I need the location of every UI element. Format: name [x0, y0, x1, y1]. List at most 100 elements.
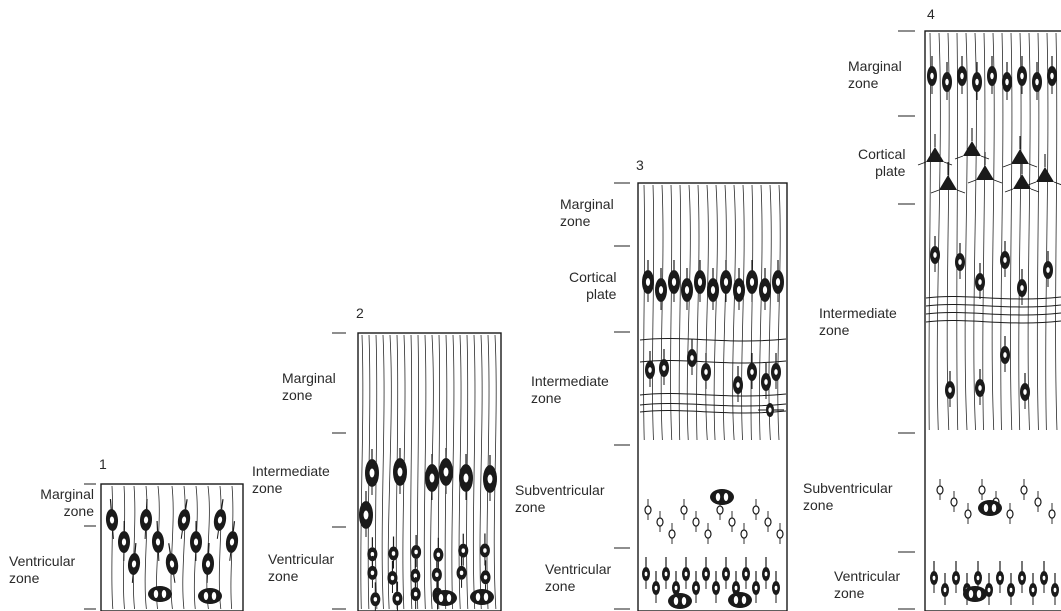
neuron: [439, 448, 453, 494]
stage-2-panel: [332, 333, 501, 611]
cell-body: [978, 500, 1002, 516]
radial-fiber: [644, 185, 645, 440]
cell-nucleus: [960, 73, 964, 79]
cell-nucleus: [999, 576, 1002, 580]
neuron: [1018, 561, 1026, 593]
cell-process: [174, 575, 175, 583]
stage-4-intermediate-zone-label: Intermediate zone: [819, 305, 897, 339]
cell-nucleus: [685, 286, 689, 294]
cell-nucleus: [711, 286, 715, 294]
cell-nucleus: [990, 73, 994, 79]
cell-nucleus: [483, 548, 487, 552]
cell-body: [777, 530, 783, 538]
pyramidal-cell: [1028, 154, 1061, 185]
cell-body: [1011, 149, 1029, 164]
cell-process: [181, 531, 182, 539]
cell-nucleus: [398, 468, 403, 477]
small-cell: [741, 523, 747, 544]
cell-process: [955, 156, 963, 159]
cell-body: [765, 518, 771, 526]
neuron: [1002, 62, 1012, 100]
neuron: [1032, 62, 1042, 100]
cell-nucleus: [154, 590, 158, 598]
cell-nucleus: [977, 576, 980, 580]
neuron: [1017, 56, 1027, 94]
dividing-cell: [198, 588, 222, 604]
cell-nucleus: [742, 596, 746, 604]
stage-3-marginal-zone-label: Marginal zone: [560, 196, 614, 230]
radial-fiber: [219, 486, 221, 609]
cell-nucleus: [685, 572, 688, 576]
cell-nucleus: [414, 592, 418, 596]
cell-nucleus: [716, 493, 720, 501]
cell-nucleus: [955, 576, 958, 580]
neuron: [1043, 251, 1053, 287]
cell-body: [965, 510, 971, 518]
cell-body: [729, 518, 735, 526]
neuron: [389, 537, 399, 569]
cell-nucleus: [444, 468, 449, 477]
neuron: [668, 260, 680, 302]
neuron: [694, 260, 706, 302]
cell-body: [979, 486, 985, 494]
cell-process: [230, 553, 231, 561]
cell-nucleus: [665, 572, 668, 576]
cell-nucleus: [672, 278, 676, 286]
cell-body: [710, 489, 734, 505]
radial-fiber: [417, 335, 418, 609]
cell-process: [233, 521, 234, 531]
dividing-cell: [148, 586, 172, 602]
cell-nucleus: [484, 593, 488, 601]
neuron: [662, 557, 670, 589]
radial-fiber: [480, 335, 482, 609]
cell-body: [937, 486, 943, 494]
cell-nucleus: [775, 586, 778, 590]
small-cell: [753, 499, 759, 520]
cell-body: [963, 141, 981, 156]
radial-fiber: [1001, 33, 1003, 430]
cell-nucleus: [1020, 285, 1024, 291]
neuron: [942, 62, 952, 100]
neuron: [692, 571, 700, 603]
cell-nucleus: [364, 511, 369, 520]
neuron: [930, 561, 938, 593]
neuron: [952, 561, 960, 593]
neuron: [1047, 56, 1057, 94]
small-cell: [729, 511, 735, 532]
cell-nucleus: [212, 592, 216, 600]
cell-nucleus: [464, 474, 469, 483]
cell-nucleus: [392, 551, 396, 555]
cell-nucleus: [958, 259, 962, 265]
neuron: [392, 582, 402, 611]
neuron: [104, 499, 119, 540]
neuron: [1029, 573, 1037, 605]
cell-nucleus: [1010, 588, 1013, 592]
cell-nucleus: [734, 596, 738, 604]
cell-nucleus: [724, 493, 728, 501]
cell-nucleus: [370, 469, 375, 478]
panel-outline: [638, 183, 787, 611]
radial-fiber: [1028, 33, 1030, 430]
stage-1-marginal-zone-label: Marginal zone: [24, 486, 94, 520]
neuron: [681, 268, 693, 310]
neuron: [682, 557, 690, 589]
cell-nucleus: [1035, 79, 1039, 85]
cell-nucleus: [724, 278, 728, 286]
neuron: [720, 260, 732, 302]
cell-nucleus: [476, 593, 480, 601]
cell-body: [963, 586, 987, 602]
neuron: [742, 557, 750, 589]
radial-fiber: [183, 486, 185, 609]
neuron: [411, 535, 421, 567]
cell-nucleus: [484, 575, 488, 579]
cell-nucleus: [776, 278, 780, 286]
neuron: [655, 268, 667, 310]
small-cell: [669, 523, 675, 544]
cell-nucleus: [462, 548, 466, 552]
neuron: [712, 571, 720, 603]
cell-nucleus: [648, 367, 652, 373]
radial-fiber: [133, 486, 134, 609]
cell-nucleus: [1043, 576, 1046, 580]
cell-nucleus: [992, 504, 996, 512]
cell-nucleus: [933, 252, 937, 258]
